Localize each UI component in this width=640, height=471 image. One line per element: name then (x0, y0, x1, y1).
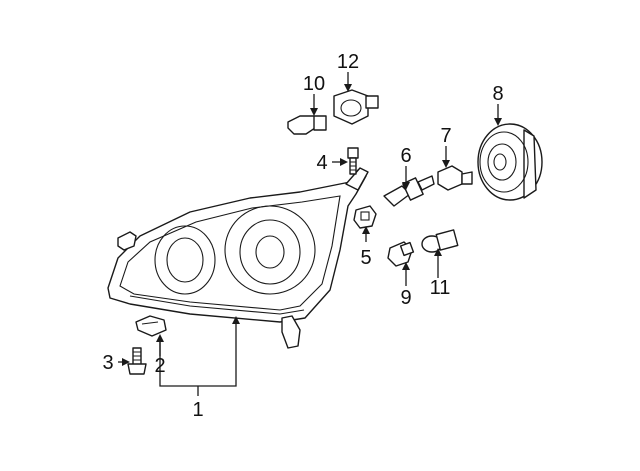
callout-6: 6 (400, 145, 411, 167)
small-bulb-part (287, 115, 327, 135)
bulb-socket-part (437, 165, 473, 191)
socket-part (333, 89, 379, 125)
callout-2: 2 (154, 355, 165, 377)
callout-9: 9 (400, 287, 411, 309)
callout-8: 8 (492, 83, 503, 105)
side-marker-bulb-part (421, 229, 459, 253)
bolt-part (127, 347, 147, 375)
leader-lines (118, 72, 502, 396)
callout-10: 10 (303, 73, 325, 95)
clip-nut-part (353, 205, 377, 229)
callout-7: 7 (440, 125, 451, 147)
headlamp-bulb-part (383, 175, 435, 207)
wedge-bulb-part (387, 241, 415, 267)
clip-part (135, 315, 167, 337)
headlamp-assembly (107, 167, 369, 349)
dust-cover-part (477, 123, 543, 201)
callout-labels: 1 2 3 4 5 6 7 8 9 10 11 12 (102, 51, 503, 421)
callout-11: 11 (430, 277, 451, 299)
adjuster-screw-part (347, 147, 359, 175)
callout-1: 1 (192, 399, 203, 421)
callout-3: 3 (102, 352, 113, 374)
callout-5: 5 (360, 247, 371, 269)
callout-12: 12 (337, 51, 359, 73)
callout-4: 4 (316, 152, 327, 174)
